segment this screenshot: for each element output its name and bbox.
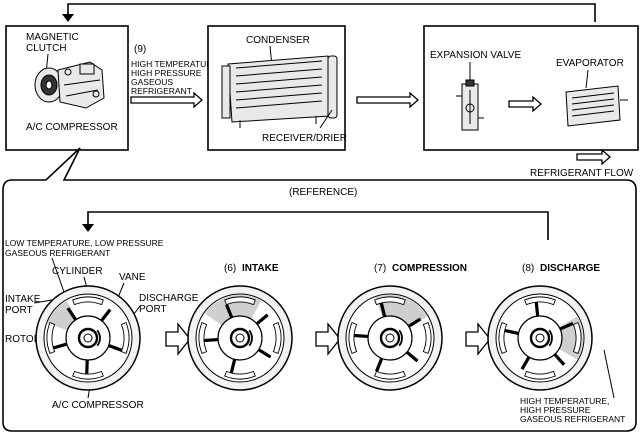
rotor-stage-intake xyxy=(187,285,293,391)
cylinder-slot xyxy=(272,322,282,354)
expansion-evaporator-box: EXPANSION VALVE EVAPORATOR xyxy=(423,25,639,151)
evaporator-label: EVAPORATOR xyxy=(556,58,624,69)
vane xyxy=(379,302,387,318)
cylinder-slot xyxy=(374,370,406,380)
receiver-drier-label: RECEIVER/DRIER xyxy=(262,133,347,144)
cylinder-slot xyxy=(72,370,104,380)
rotation-arrow xyxy=(548,329,553,347)
step-8-num: (8) xyxy=(522,263,534,274)
intake-port-label: INTAKE xyxy=(5,294,41,305)
rotor-label: ROTOR xyxy=(5,334,41,345)
cylinder-slot xyxy=(524,370,556,380)
vane xyxy=(559,321,574,331)
low-temp-label-2: GASEOUS REFRIGERANT xyxy=(5,248,110,258)
cylinder-label: CYLINDER xyxy=(52,266,103,277)
refrigerant-chamber xyxy=(375,295,428,328)
rotation-arrow xyxy=(398,329,403,347)
condenser-illustration xyxy=(221,55,338,128)
cylinder-slot xyxy=(198,322,208,354)
condenser-box: CONDENSER RECEIVER/DRIER xyxy=(207,25,347,151)
vane xyxy=(100,308,112,322)
vane xyxy=(52,342,68,350)
reference-panel: (REFERENCE) LOW TEMPERATURE, LOW PRESSUR… xyxy=(2,147,637,432)
rotor-center xyxy=(535,333,545,343)
vane xyxy=(66,307,78,321)
high-temp-discharge-label-2: HIGH PRESSURE xyxy=(520,405,591,415)
rotor-stage-compression xyxy=(337,285,443,391)
high-temp-label-3: GASEOUS xyxy=(131,77,173,87)
process-arrow-2 xyxy=(315,322,341,356)
cylinder-slot xyxy=(224,296,256,306)
refrigerant-flow-legend-arrow xyxy=(576,148,611,166)
vane xyxy=(407,317,422,328)
compressor-box: MAGNETIC CLUTCH A/C COMPRESSOR xyxy=(5,25,129,151)
flow-arrow-2 xyxy=(356,91,419,109)
high-temp-label-4: REFRIGERANT xyxy=(131,86,192,96)
step-8-title: (8) DISCHARGE xyxy=(522,263,600,274)
discharge-port-label: DISCHARGE xyxy=(139,293,199,304)
vane xyxy=(405,350,419,363)
vane xyxy=(504,328,519,335)
rotor-center xyxy=(83,333,93,343)
step-7-num: (7) xyxy=(374,263,386,274)
refrigerant-flow-label: REFRIGERANT FLOW xyxy=(530,168,634,179)
step-7-label: COMPRESSION xyxy=(392,263,467,274)
process-arrow-1 xyxy=(165,322,191,356)
reference-ac-compressor-label: A/C COMPRESSOR xyxy=(52,400,144,411)
magnetic-clutch-label: MAGNETIC xyxy=(26,32,79,43)
evaporator-illustration xyxy=(565,85,628,127)
compressor-illustration xyxy=(34,61,105,109)
cylinder-slot xyxy=(422,322,432,354)
intake-port-label-2: PORT xyxy=(5,305,33,316)
rotor-stage-reference xyxy=(35,285,141,391)
step-9-label: (9) xyxy=(134,44,146,55)
condenser-label: CONDENSER xyxy=(246,35,310,46)
high-temp-discharge-label-3: GASEOUS REFRIGERANT xyxy=(520,414,625,424)
step-6-num: (6) xyxy=(224,263,236,274)
expansion-valve-label: EXPANSION VALVE xyxy=(430,50,521,61)
vane xyxy=(229,358,237,374)
cylinder-slot xyxy=(348,322,358,354)
refrigerant-chamber xyxy=(47,300,78,332)
vane xyxy=(534,302,540,317)
cylinder-slot xyxy=(498,322,508,354)
vane xyxy=(255,313,269,326)
rotation-arrow xyxy=(96,329,101,347)
process-arrow-3 xyxy=(465,322,491,356)
vane xyxy=(108,344,123,352)
step-8-label: DISCHARGE xyxy=(540,263,600,274)
low-temp-label-1: LOW TEMPERATURE, LOW PRESSURE xyxy=(5,238,164,248)
vane xyxy=(225,304,234,319)
expansion-valve-illustration xyxy=(456,79,484,131)
magnetic-clutch-label-2: CLUTCH xyxy=(26,43,67,54)
rotor-center xyxy=(235,333,245,343)
rotor-stage-discharge xyxy=(487,285,593,391)
cylinder-slot xyxy=(524,296,556,306)
return-flow-arrow xyxy=(62,3,596,22)
vane xyxy=(375,357,384,372)
flow-arrow-3 xyxy=(508,95,542,113)
rotation-arrow xyxy=(248,329,253,347)
high-temp-label-1: HIGH TEMPERATURE, xyxy=(131,59,220,69)
step-6-title: (6) INTAKE xyxy=(224,263,279,274)
cylinder-slot xyxy=(572,322,582,354)
cylinder-slot xyxy=(224,370,256,380)
cylinder-slot xyxy=(72,296,104,306)
vane xyxy=(353,333,369,339)
high-temp-discharge-label-1: HIGH TEMPERATURE, xyxy=(520,396,609,406)
step-7-title: (7) COMPRESSION xyxy=(374,263,467,274)
vane-label: VANE xyxy=(119,272,146,283)
vane xyxy=(257,348,272,359)
discharge-port-label-2: PORT xyxy=(139,304,167,315)
ac-compressor-label: A/C COMPRESSOR xyxy=(26,122,118,133)
flow-arrow-1 xyxy=(130,91,203,109)
vane xyxy=(553,353,566,366)
high-temp-label-2: HIGH PRESSURE xyxy=(131,68,202,78)
vane xyxy=(203,337,219,343)
vane xyxy=(520,356,531,370)
step-6-label: INTAKE xyxy=(242,263,279,274)
rotor-center xyxy=(385,333,395,343)
reference-title: (REFERENCE) xyxy=(289,187,357,198)
